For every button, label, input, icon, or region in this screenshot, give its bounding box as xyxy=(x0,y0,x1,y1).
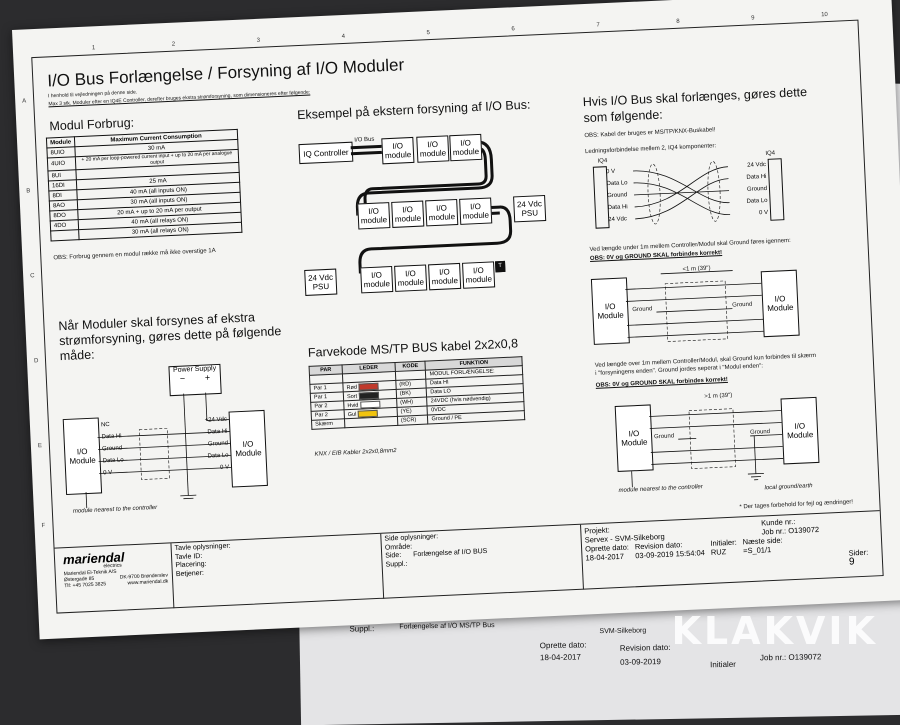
kunde-job: Kunde nr.: Job nr.: O139072 xyxy=(761,516,819,537)
color-swatch xyxy=(360,400,380,408)
ruler-col: 5 xyxy=(426,30,430,36)
under-job: Job nr.: O139072 xyxy=(760,652,822,662)
ruler-col: 7 xyxy=(596,22,600,28)
ruler-row: F xyxy=(41,523,45,529)
cell-leder: Rød xyxy=(346,384,357,390)
under-silkeborg: SVM-Silkeborg xyxy=(599,627,646,635)
side: Side: xyxy=(385,552,401,560)
cell-kode: (SCR) xyxy=(397,415,428,425)
revision-value: 03-09-2019 15:54:04 xyxy=(635,548,705,560)
under-revision-value: 03-09-2019 xyxy=(620,657,661,667)
sider-value: 9 xyxy=(849,557,869,567)
company-web: www.mariendal.dk xyxy=(128,578,169,586)
cell-leder xyxy=(345,416,398,427)
cell-leder: Hvid xyxy=(347,402,358,408)
color-swatch xyxy=(358,382,378,390)
job-value: O139072 xyxy=(788,525,819,535)
under-suppl: Suppl.: xyxy=(349,624,374,633)
company-block: mariendal electrics Mariendal El-Teknik … xyxy=(63,548,169,590)
oprette-value: 18-04-2017 xyxy=(585,552,629,563)
project-info: Projekt: Servex - SVM-Silkeborg Oprette … xyxy=(580,511,884,590)
under-revision-label: Revision dato: xyxy=(620,643,671,653)
under-oprette-label: Oprette dato: xyxy=(540,640,587,650)
ruler-col: 9 xyxy=(751,15,755,21)
drawing-sheet: 1 2 3 4 5 6 7 8 9 10 A B C D E F I/O Bus… xyxy=(12,0,900,639)
ruler-row: D xyxy=(34,358,39,364)
ruler-row: B xyxy=(26,188,30,194)
color-swatch xyxy=(358,391,378,399)
color-swatch xyxy=(358,409,378,417)
sider: Sider: 9 xyxy=(848,548,868,567)
ruler-col: 2 xyxy=(172,42,176,48)
watermark: KLAKVIK xyxy=(671,609,878,653)
ruler-col: 3 xyxy=(257,38,261,44)
ruler-row: C xyxy=(30,273,35,279)
cell-leder: Gul xyxy=(348,411,357,417)
ruler-col: 4 xyxy=(342,34,346,40)
ruler-row: E xyxy=(38,443,42,449)
ruler-col: 10 xyxy=(821,12,828,18)
naeste-value: =S_01/1 xyxy=(743,545,783,556)
cell-par: Skærm xyxy=(312,419,345,429)
job-label: Job nr.: xyxy=(761,526,786,536)
color-code-table: PAR LEDER KODE FUNKTION MODUL FORLÆNGELS… xyxy=(309,356,526,430)
initialer-value: RUZ xyxy=(711,547,738,557)
ruler-col: 6 xyxy=(511,26,515,32)
under-initialer: Initialer xyxy=(710,660,736,669)
ruler-row: A xyxy=(22,98,26,104)
under-oprette-value: 18-04-2017 xyxy=(540,653,581,663)
under-side-text: Forlængelse af I/O MS/TP Bus xyxy=(399,622,494,631)
cell-leder: Sort xyxy=(347,393,357,399)
company-phone: Tlf: +45 7025 3825 xyxy=(64,581,106,589)
ruler-col: 1 xyxy=(92,45,96,51)
drawing-frame: 1 2 3 4 5 6 7 8 9 10 A B C D E F I/O Bus… xyxy=(31,20,883,614)
tavle-info: Tavle oplysninger: Tavle ID: Placering: … xyxy=(170,534,384,609)
side-info: Side oplysninger: Område: Side: Forlænge… xyxy=(380,525,584,599)
ruler-col: 8 xyxy=(676,19,680,25)
